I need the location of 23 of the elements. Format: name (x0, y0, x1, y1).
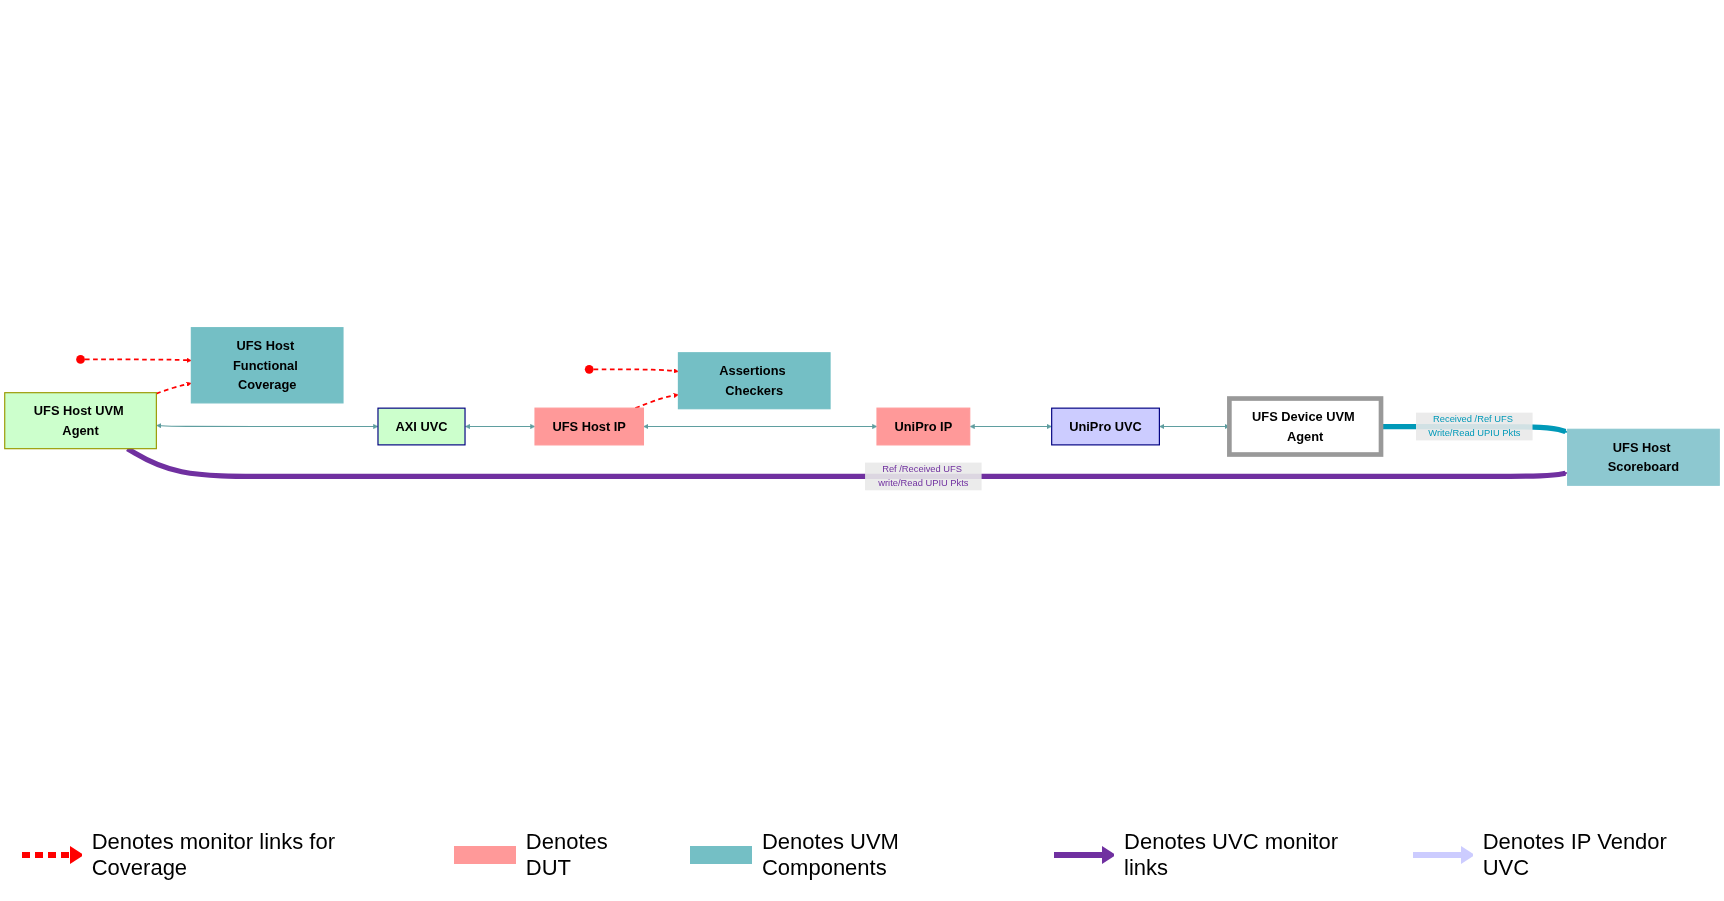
edge-label: Received /Ref UFS Write/Read UPIU Pkts (1428, 414, 1521, 439)
legend-text: Denotes UVM Components (761, 829, 900, 881)
node-box: UFS Host UVM Agent (4, 392, 157, 450)
arrow (155, 382, 192, 395)
arrow (84, 358, 192, 364)
arrow (634, 393, 679, 410)
arrow (465, 424, 536, 430)
node-box: UFS Device UVM Agent (1227, 396, 1384, 458)
arrow (969, 424, 1052, 430)
legend-text: Denotes UVC monitor links (1124, 829, 1339, 881)
legend-text: Denotes DUT (525, 829, 609, 881)
node-box: UFS Host IP (534, 408, 644, 446)
node-box: UFS Host Scoreboard (1567, 429, 1720, 487)
node-box: UniPro IP (876, 408, 971, 446)
legend-text: Denotes monitor links for Coverage (91, 829, 337, 881)
edge-label: Ref /Received UFS write/Read UPIU Pkts (878, 464, 969, 489)
arrow (643, 424, 878, 430)
arrow (592, 368, 679, 374)
node-box: Assertions Checkers (677, 352, 831, 410)
legend-text: Denotes IP Vendor UVC (1482, 829, 1668, 881)
node-box: UFS Host Functional Coverage (190, 327, 344, 404)
node-box: UniPro UVC (1051, 408, 1160, 446)
node-box: AXI UVC (377, 408, 466, 446)
